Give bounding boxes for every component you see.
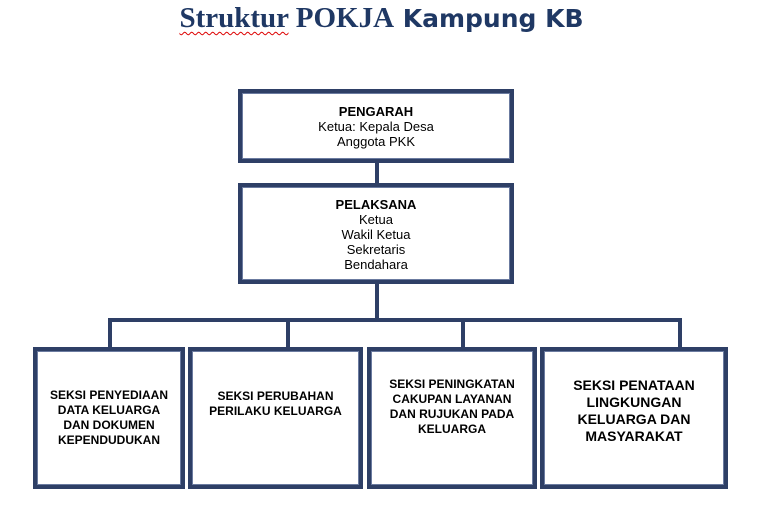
title-word: Struktur	[179, 2, 289, 34]
section-box-perilaku: SEKSI PERUBAHAN PERILAKU KELUARGA	[188, 347, 363, 489]
section-label: SEKSI PENATAAN LINGKUNGAN KELUARGA DAN M…	[573, 377, 695, 444]
title-word: POKJA	[288, 2, 395, 34]
connector	[375, 162, 379, 184]
pelaksana-heading: PELAKSANA	[335, 197, 417, 212]
connector	[461, 318, 465, 348]
connector	[108, 318, 112, 348]
section-box-lingkungan: SEKSI PENATAAN LINGKUNGAN KELUARGA DAN M…	[540, 347, 728, 489]
page-title: Struktur POKJA Kampung KB	[0, 2, 763, 35]
pelaksana-line: Sekretaris	[346, 242, 406, 257]
pengarah-box: PENGARAH Ketua: Kepala Desa Anggota PKK	[238, 89, 514, 163]
connector	[375, 283, 379, 321]
connector	[678, 318, 682, 348]
connector	[286, 318, 290, 348]
pelaksana-line: Bendahara	[344, 257, 408, 272]
pengarah-line: Anggota PKK	[336, 133, 416, 149]
title-word: Kampung KB	[394, 4, 584, 33]
pelaksana-line: Wakil Ketua	[341, 227, 411, 242]
pengarah-heading: PENGARAH	[338, 103, 414, 119]
pengarah-line: Ketua: Kepala Desa	[318, 118, 434, 134]
pelaksana-box: PELAKSANA Ketua Wakil Ketua Sekretaris B…	[238, 183, 514, 284]
section-label: SEKSI PERUBAHAN PERILAKU KELUARGA	[209, 389, 342, 418]
section-label: SEKSI PENINGKATAN CAKUPAN LAYANAN DAN RU…	[389, 377, 515, 436]
section-label: SEKSI PENYEDIAAN DATA KELUARGA DAN DOKUM…	[49, 388, 169, 447]
section-box-data: SEKSI PENYEDIAAN DATA KELUARGA DAN DOKUM…	[33, 347, 185, 489]
connector	[108, 318, 682, 322]
section-box-layanan: SEKSI PENINGKATAN CAKUPAN LAYANAN DAN RU…	[367, 347, 537, 489]
pelaksana-line: Ketua	[359, 212, 393, 227]
